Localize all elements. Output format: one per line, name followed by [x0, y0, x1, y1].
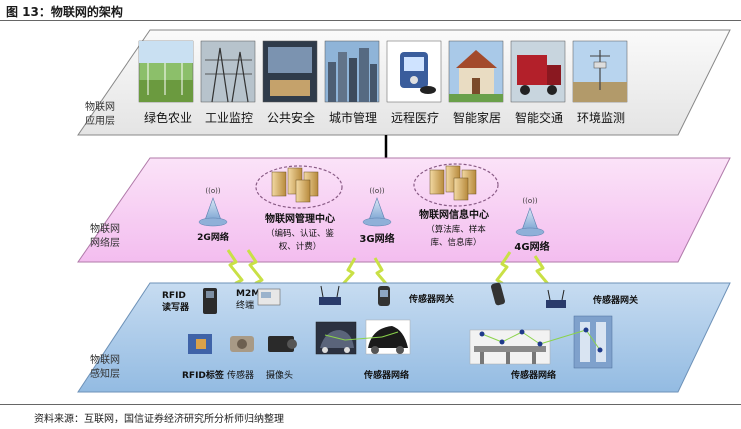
sensor-network-label-1: 传感器网络 — [363, 369, 409, 381]
sensor-network-label-2: 传感器网络 — [510, 369, 556, 381]
rfid-reader-icon — [203, 288, 217, 314]
m2m-label-2: 终端 — [236, 299, 254, 311]
sensor-network-car-icon-1 — [315, 321, 357, 355]
app-photo-industrial-monitoring — [200, 40, 256, 103]
network-layer-plane — [77, 157, 731, 263]
sensor-gateway-router-icon-1 — [319, 285, 341, 305]
rfid-reader-label-2: 读写器 — [162, 301, 190, 313]
info-center-title: 物联网信息中心 — [419, 208, 489, 221]
network-layer-label-1: 物联网 — [90, 222, 120, 235]
sensor-network-car-icon-2 — [365, 319, 411, 355]
info-center-desc-1: （算法库、样本 — [426, 224, 486, 235]
perception-layer-label-2: 感知层 — [90, 367, 120, 380]
app-item-smart-home: 智能家居 — [453, 110, 501, 125]
sensor-gateway-handheld-icon-2 — [490, 282, 506, 306]
mgmt-center-title: 物联网管理中心 — [265, 212, 335, 225]
app-item-remote-medical: 远程医疗 — [391, 110, 439, 125]
top-divider — [0, 20, 741, 21]
app-item-city-management: 城市管理 — [329, 110, 377, 125]
sensor-gateway-label-2: 传感器网关 — [592, 294, 638, 306]
sensor-network-tower-icon — [573, 315, 613, 369]
tower-3g-icon: ((o)) — [362, 187, 392, 227]
rfid-tag-icon — [188, 334, 212, 354]
app-photo-green-agriculture — [138, 40, 194, 103]
app-photo-remote-medical — [386, 40, 442, 103]
app-layer-label-2: 应用层 — [85, 114, 115, 127]
app-layer-label-1: 物联网 — [85, 100, 115, 113]
signal-label: ((o)) — [205, 187, 220, 195]
camera-icon — [268, 336, 297, 352]
network-layer-label-2: 网络层 — [90, 236, 120, 249]
info-center-cluster-ring — [413, 163, 499, 207]
sensor-icon — [230, 336, 254, 352]
camera-label: 摄像头 — [266, 369, 293, 381]
info-server-cluster-icon — [429, 165, 477, 201]
m2m-terminal-icon — [257, 288, 281, 306]
mgmt-center-desc-2: 权、计费） — [279, 241, 322, 252]
app-item-green-agriculture: 绿色农业 — [144, 110, 192, 125]
app-item-environment-monitoring: 环境监测 — [577, 110, 625, 125]
app-photo-smart-home — [448, 40, 504, 103]
sensor-gateway-router-icon-2 — [546, 289, 566, 308]
signal-label: ((o)) — [522, 197, 537, 205]
rfid-reader-label-1: RFID — [162, 291, 186, 301]
sensor-gateway-handheld-icon-1 — [378, 286, 390, 306]
net-4g-label: 4G网络 — [514, 240, 549, 253]
app-photo-city-management — [324, 40, 380, 103]
rfid-tag-label: RFID标签 — [182, 369, 225, 381]
app-item-industrial-monitoring: 工业监控 — [205, 111, 253, 125]
app-photo-public-safety — [262, 40, 318, 103]
tower-4g-icon: ((o)) — [515, 197, 545, 237]
sensor-label: 传感器 — [227, 369, 254, 381]
net-3g-label: 3G网络 — [359, 232, 394, 245]
sensor-mesh-links-2 — [481, 329, 601, 351]
mgmt-center-cluster-ring — [255, 165, 343, 209]
sensor-nodes-icon — [479, 327, 603, 353]
source-note: 资料来源：互联网，国信证券经济研究所分析师归纳整理 — [34, 414, 284, 425]
net-2g-label: 2G网络 — [197, 231, 229, 243]
sensor-gateway-label-1: 传感器网关 — [408, 293, 454, 305]
signal-label: ((o)) — [369, 187, 384, 195]
sensor-mesh-links-1 — [324, 331, 399, 341]
perception-layer-label-1: 物联网 — [90, 353, 120, 366]
sensor-network-bridge-icon — [469, 329, 551, 365]
app-item-smart-transport: 智能交通 — [515, 110, 563, 125]
info-center-desc-2: 库、信息库） — [430, 237, 481, 248]
mgmt-server-cluster-icon — [271, 167, 319, 203]
app-item-public-safety: 公共安全 — [267, 110, 315, 125]
bottom-divider — [0, 404, 741, 405]
app-photo-smart-transport — [510, 40, 566, 103]
app-photo-environment-monitoring — [572, 40, 628, 103]
mgmt-center-desc-1: （编码、认证、鉴 — [266, 228, 335, 239]
figure-title: 图 13：物联网的架构 — [6, 5, 123, 19]
tower-2g-icon: ((o)) — [198, 187, 228, 227]
m2m-label-1: M2M — [236, 289, 260, 299]
